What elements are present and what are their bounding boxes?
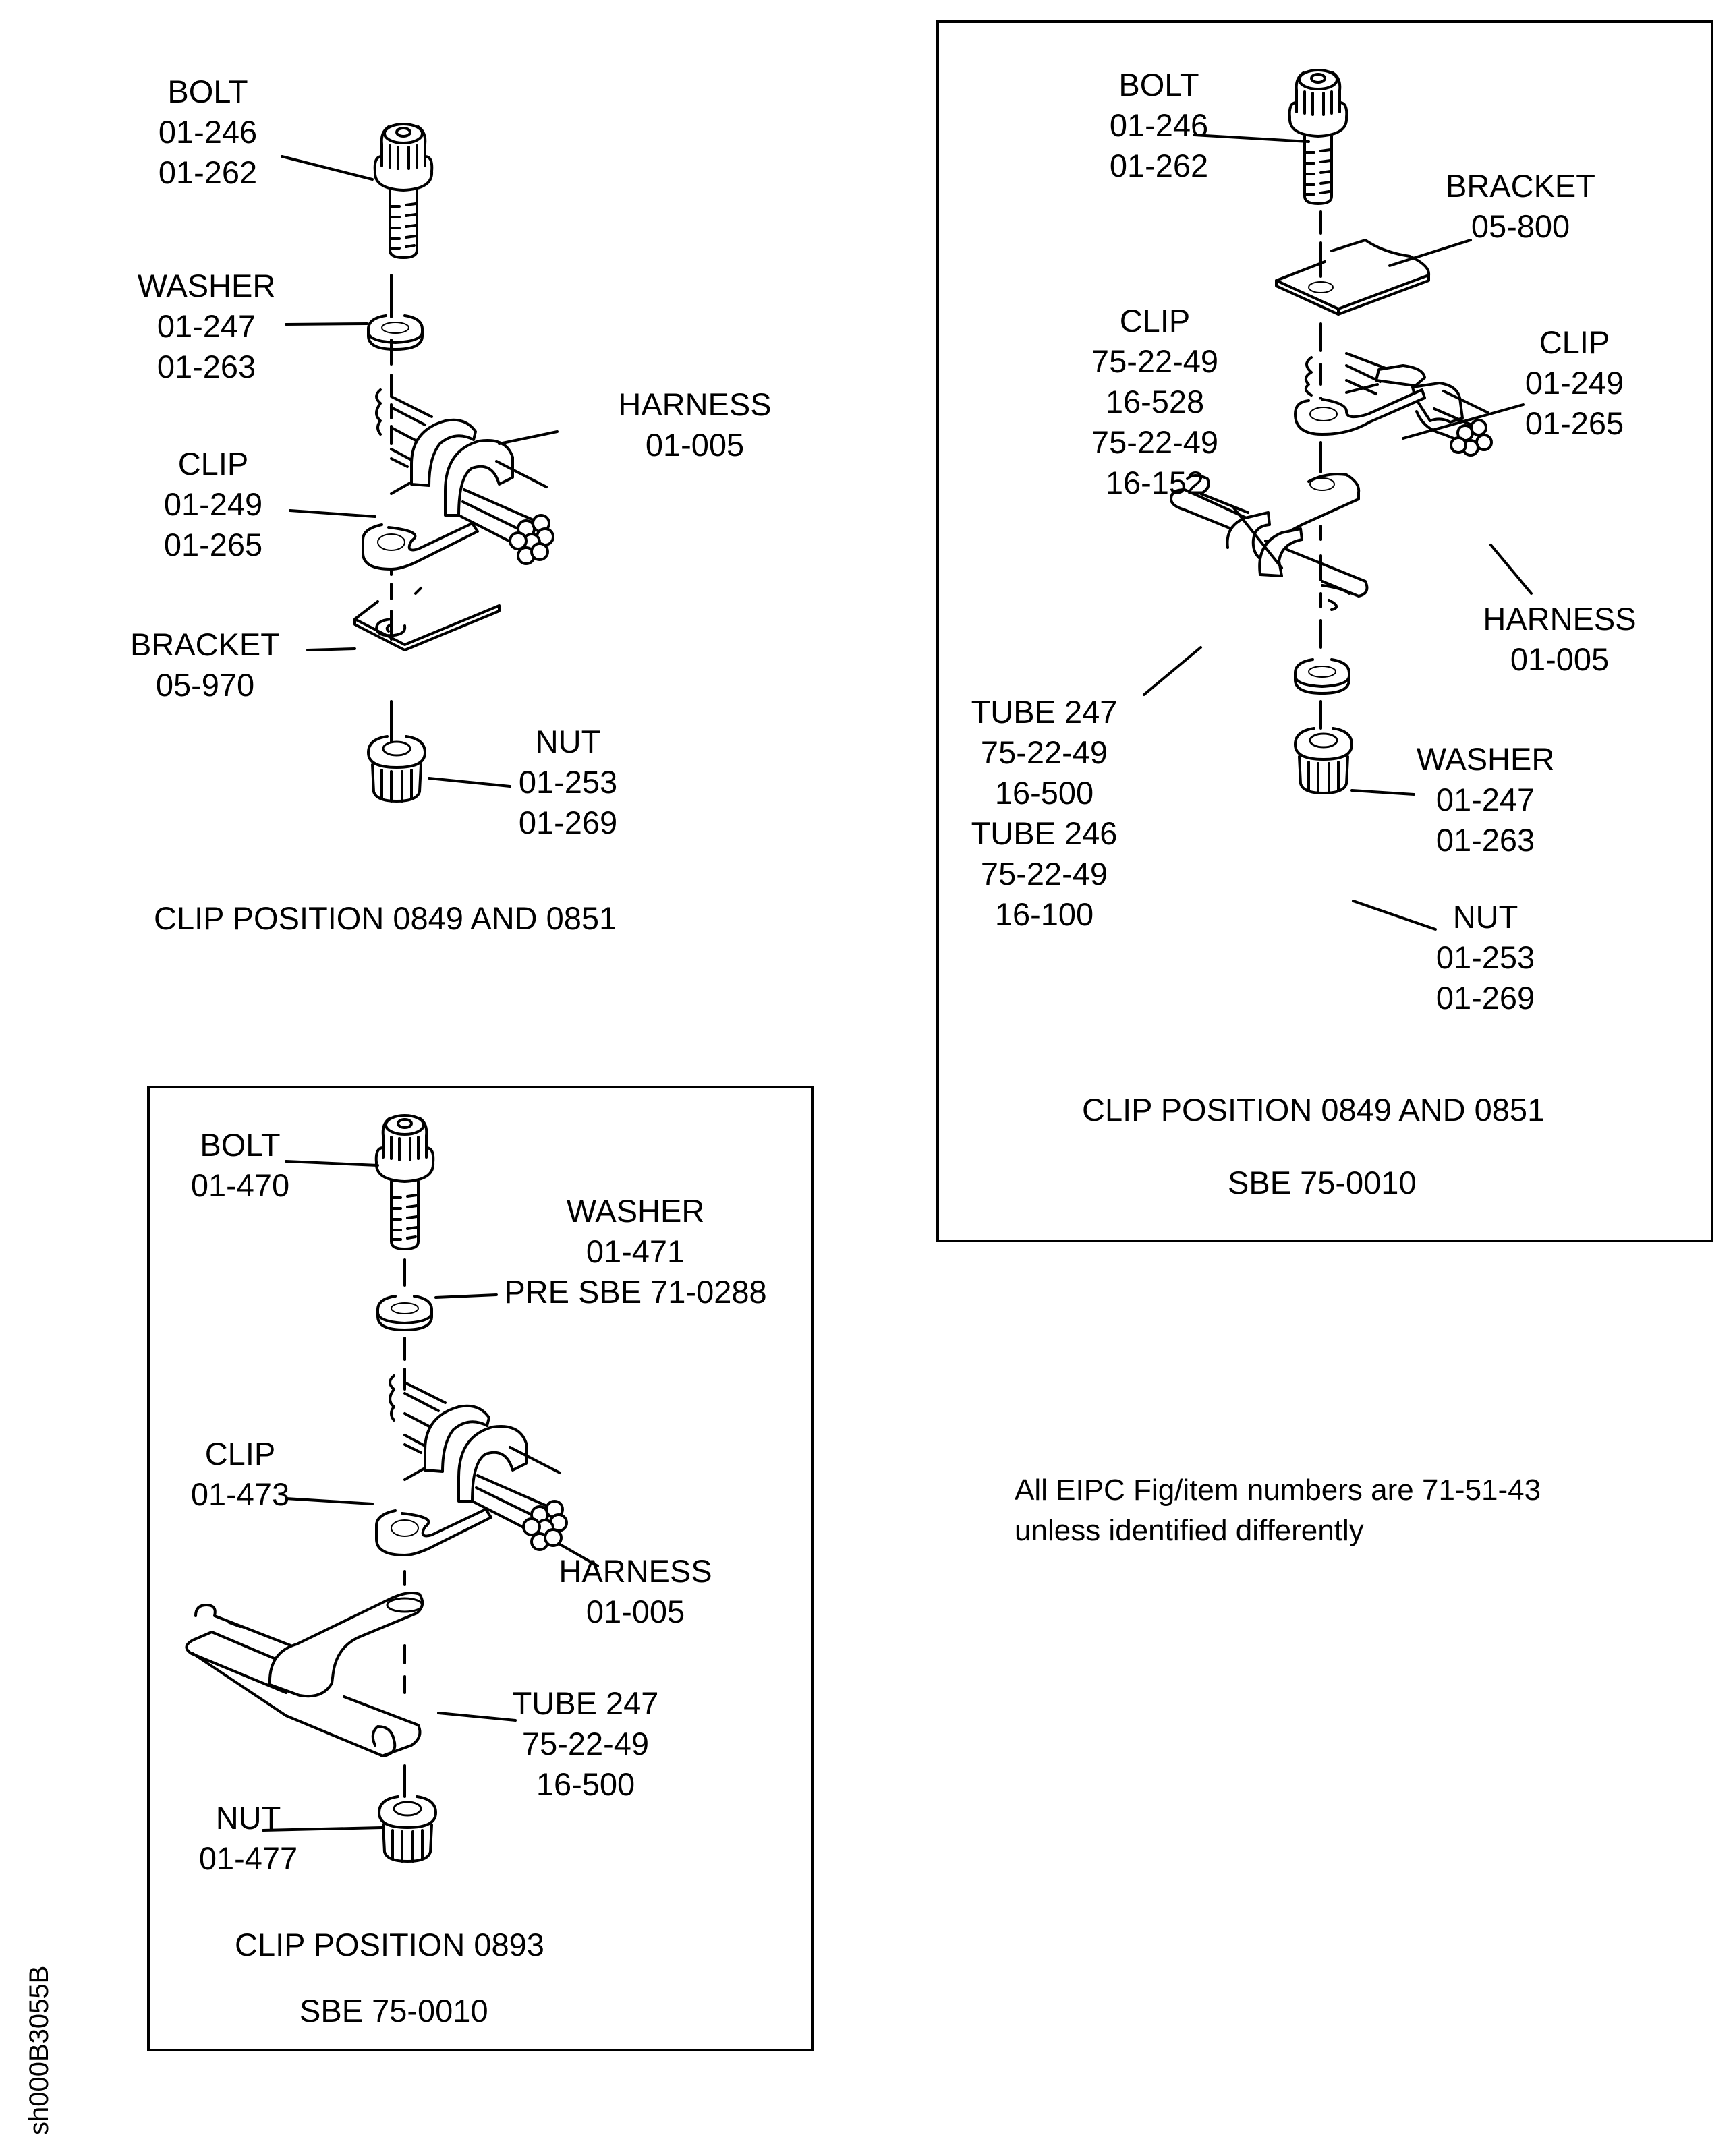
- figure-id: sh000B3055B: [24, 1965, 54, 2135]
- callout-bolt: BOLT 01-246 01-262: [1109, 67, 1209, 183]
- panel-3-drawing: [185, 1114, 599, 1863]
- callout-bracket: BRACKET 05-800: [1446, 168, 1595, 244]
- callout-nut: NUT 01-253 01-269: [518, 724, 618, 840]
- callout-washer: WASHER 01-471 PRE SBE 71-0288: [504, 1193, 767, 1310]
- panel-2-subcaption: SBE 75-0010: [1228, 1165, 1417, 1200]
- callout-harness: HARNESS 01-005: [1483, 601, 1637, 677]
- callout-clip: CLIP 01-249 01-265: [163, 446, 263, 562]
- callout-harness: HARNESS 01-005: [559, 1553, 712, 1629]
- callout-nut: NUT 01-253 01-269: [1435, 899, 1535, 1016]
- callout-clip: CLIP 01-473: [190, 1436, 290, 1512]
- callout-bolt: BOLT 01-246 01-262: [158, 74, 258, 190]
- callout-bracket: BRACKET 05-970: [130, 627, 280, 703]
- panel-1-drawing: [281, 123, 559, 803]
- callout-tubes: TUBE 247 75-22-49 16-500 TUBE 246 75-22-…: [971, 694, 1118, 932]
- callout-clip: CLIP 01-249 01-265: [1525, 324, 1624, 441]
- callout-harness: HARNESS 01-005: [618, 386, 772, 463]
- panel-2-drawing: [1143, 69, 1533, 931]
- panel-2-caption: CLIP POSITION 0849 AND 0851: [1082, 1092, 1545, 1128]
- panel-3-subcaption: SBE 75-0010: [300, 1993, 488, 2029]
- panel-3-caption: CLIP POSITION 0893: [235, 1927, 544, 1962]
- callout-washer: WASHER 01-247 01-263: [137, 268, 276, 384]
- callout-nut: NUT 01-477: [198, 1800, 298, 1876]
- panel-3-frame: [147, 1086, 814, 2051]
- callout-bolt: BOLT 01-470: [190, 1127, 290, 1203]
- callout-washer: WASHER 01-247 01-263: [1416, 741, 1555, 858]
- callout-tube-clip: CLIP 75-22-49 16-528 75-22-49 16-152: [1091, 303, 1219, 500]
- panel-2-frame: [936, 20, 1713, 1242]
- callout-tube: TUBE 247 75-22-49 16-500: [512, 1685, 659, 1802]
- eipc-note: All EIPC Fig/item numbers are 71-51-43 u…: [1015, 1474, 1541, 1547]
- panel-1-caption: CLIP POSITION 0849 AND 0851: [154, 900, 617, 936]
